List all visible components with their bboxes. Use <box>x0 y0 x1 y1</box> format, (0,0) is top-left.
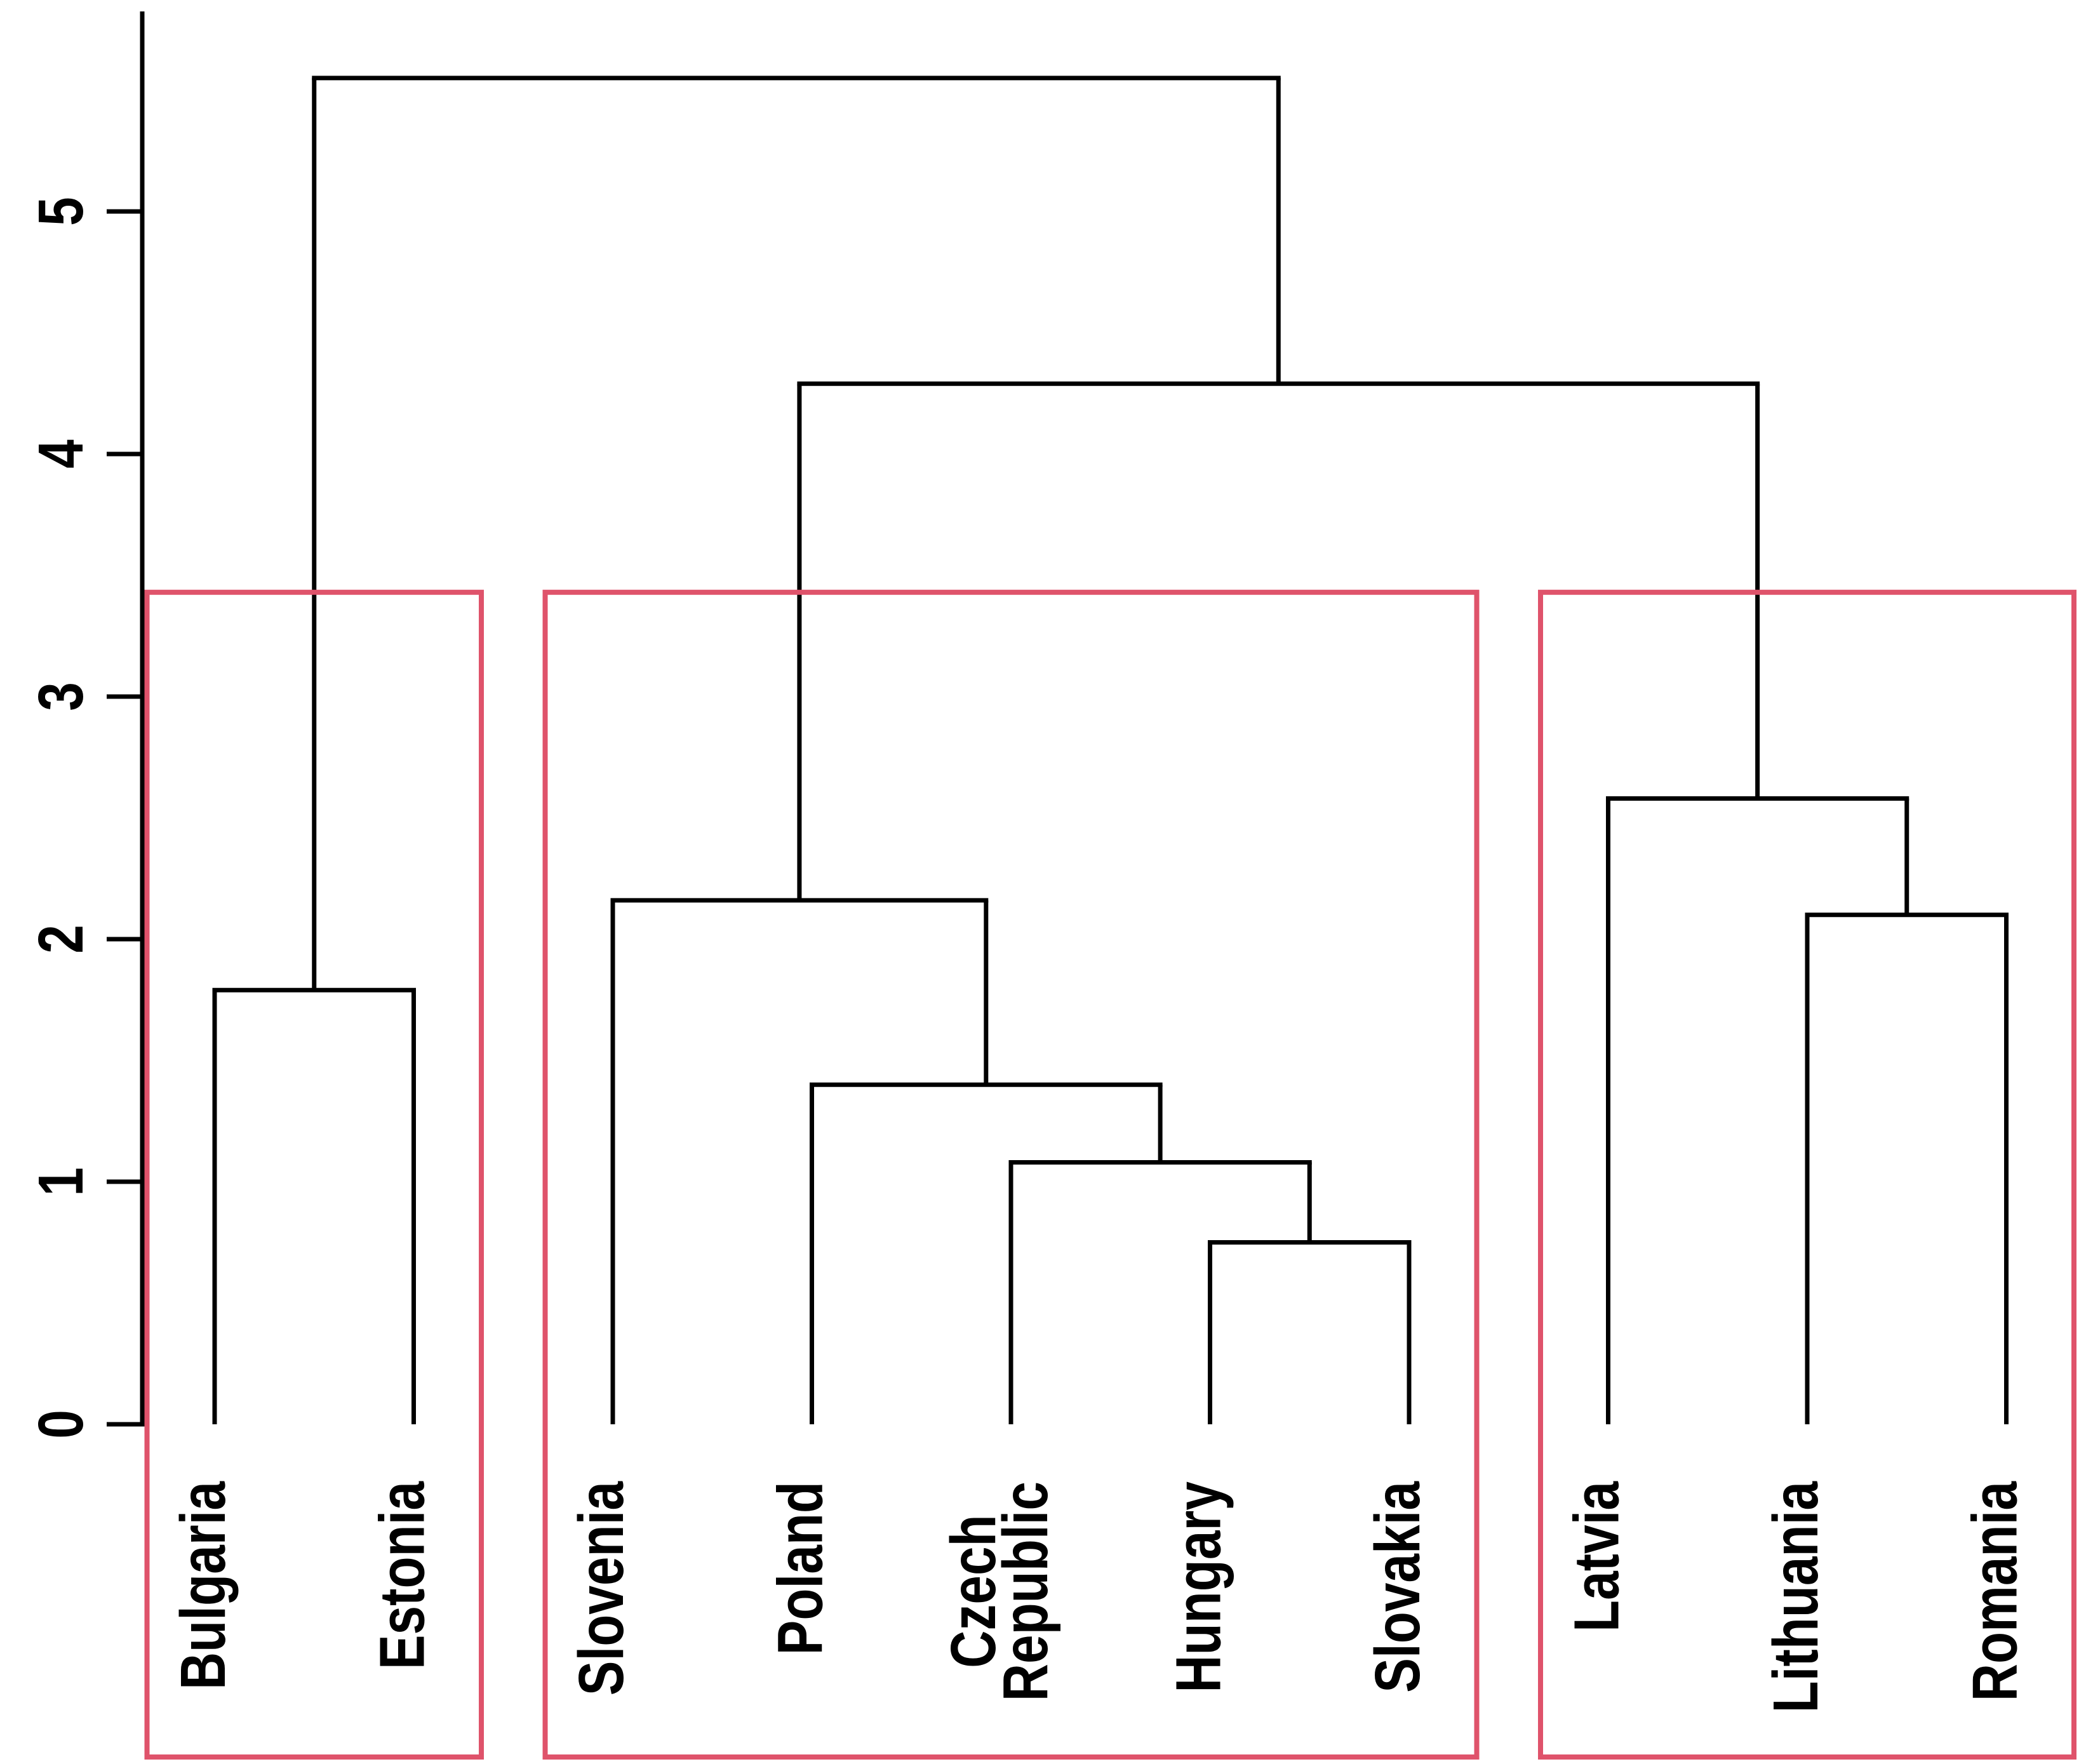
y-axis-tick-label-4: 4 <box>25 439 97 469</box>
leaf-label-slovakia: Slovakia <box>1362 1481 1433 1693</box>
leaf-label-latvia: Latvia <box>1561 1481 1633 1632</box>
y-axis-tick-label-1: 1 <box>25 1167 97 1196</box>
y-axis-tick-label-5: 5 <box>25 197 97 226</box>
leaf-label-poland: Poland <box>765 1481 836 1655</box>
y-axis-tick-label-3: 3 <box>25 682 97 711</box>
leaf-label-czech-republic-line2: Republic <box>990 1481 1061 1701</box>
y-axis-tick-label-2: 2 <box>25 925 97 954</box>
leaf-label-bulgaria: Bulgaria <box>168 1481 239 1690</box>
y-axis-tick-label-0: 0 <box>25 1410 97 1439</box>
leaf-label-hungary: Hungary <box>1163 1481 1234 1693</box>
leaf-label-czech-republic-line1: Czech <box>938 1514 1009 1667</box>
cluster-box-2 <box>542 589 1480 1760</box>
leaf-label-slovenia: Slovenia <box>566 1481 637 1695</box>
cluster-box-1 <box>144 589 484 1760</box>
leaf-label-estonia: Estonia <box>367 1481 438 1669</box>
cluster-box-3 <box>1538 589 2076 1760</box>
leaf-label-lithuania: Lithuania <box>1760 1481 1831 1713</box>
leaf-label-romania: Romania <box>1960 1481 2031 1701</box>
